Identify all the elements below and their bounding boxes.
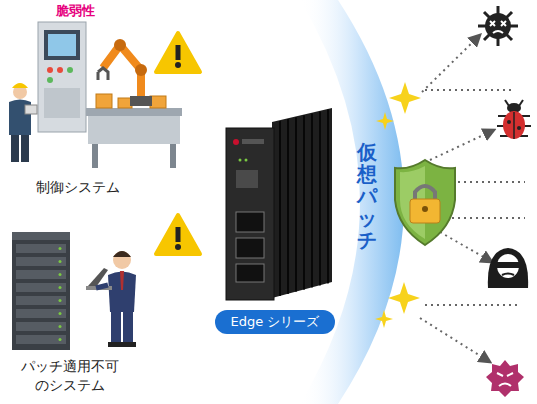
server-led bbox=[59, 338, 62, 341]
server-led bbox=[59, 260, 62, 263]
patch-band-label: 仮想パッチ bbox=[357, 141, 377, 251]
caption-label: パッチ適用不可 のシステム bbox=[14, 357, 126, 395]
edge-device bbox=[226, 108, 332, 300]
heat-fin bbox=[303, 115, 305, 289]
server-slot bbox=[16, 309, 66, 318]
server-slot bbox=[16, 244, 66, 253]
server-slot bbox=[16, 257, 66, 266]
shield-lock bbox=[395, 160, 455, 245]
heat-fin bbox=[295, 117, 297, 292]
server-led bbox=[59, 286, 62, 289]
heat-fin bbox=[327, 110, 329, 284]
hacker-icon bbox=[488, 248, 528, 288]
heat-fin bbox=[287, 119, 289, 294]
heat-fin bbox=[279, 121, 281, 296]
product-pill: Edge シリーズ bbox=[215, 310, 336, 335]
heat-fin bbox=[311, 113, 313, 287]
server-illustration bbox=[12, 232, 136, 350]
malware-icon bbox=[486, 360, 524, 397]
server-led bbox=[59, 312, 62, 315]
server-slot bbox=[16, 296, 66, 305]
server-slot bbox=[16, 270, 66, 279]
server-led bbox=[59, 273, 62, 276]
virus-icon bbox=[478, 6, 518, 46]
server-slot bbox=[16, 335, 66, 344]
caption-label: 制御システム bbox=[18, 178, 138, 197]
server-led bbox=[59, 299, 62, 302]
server-led bbox=[59, 247, 62, 250]
factory-illustration bbox=[9, 22, 182, 168]
node-text: 仮想パッチ bbox=[357, 141, 377, 251]
server-led bbox=[59, 325, 62, 328]
caption-label: 脆弱性 bbox=[40, 2, 110, 20]
node-text: Edge シリーズ bbox=[231, 314, 320, 331]
heat-fin bbox=[319, 112, 321, 286]
bug-icon bbox=[497, 100, 531, 139]
server-slot bbox=[16, 283, 66, 292]
server-slot bbox=[16, 322, 66, 331]
